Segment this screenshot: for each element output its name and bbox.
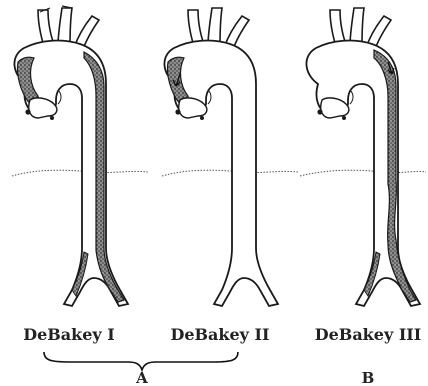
panel-debakey-i [12,6,148,306]
panel-debakey-iii [300,8,426,306]
label-debakey-i: DeBakey I [23,325,115,344]
label-debakey-iii: DeBakey III [315,325,422,344]
diaphragm-line [300,170,426,176]
diaphragm-line [12,170,148,176]
diaphragm-line [162,170,298,176]
group-a-brace [44,352,238,370]
panel-debakey-ii [162,8,298,306]
label-debakey-ii: DeBakey II [170,325,269,344]
label-group-b: B [362,369,375,386]
label-group-a: A [135,369,148,386]
